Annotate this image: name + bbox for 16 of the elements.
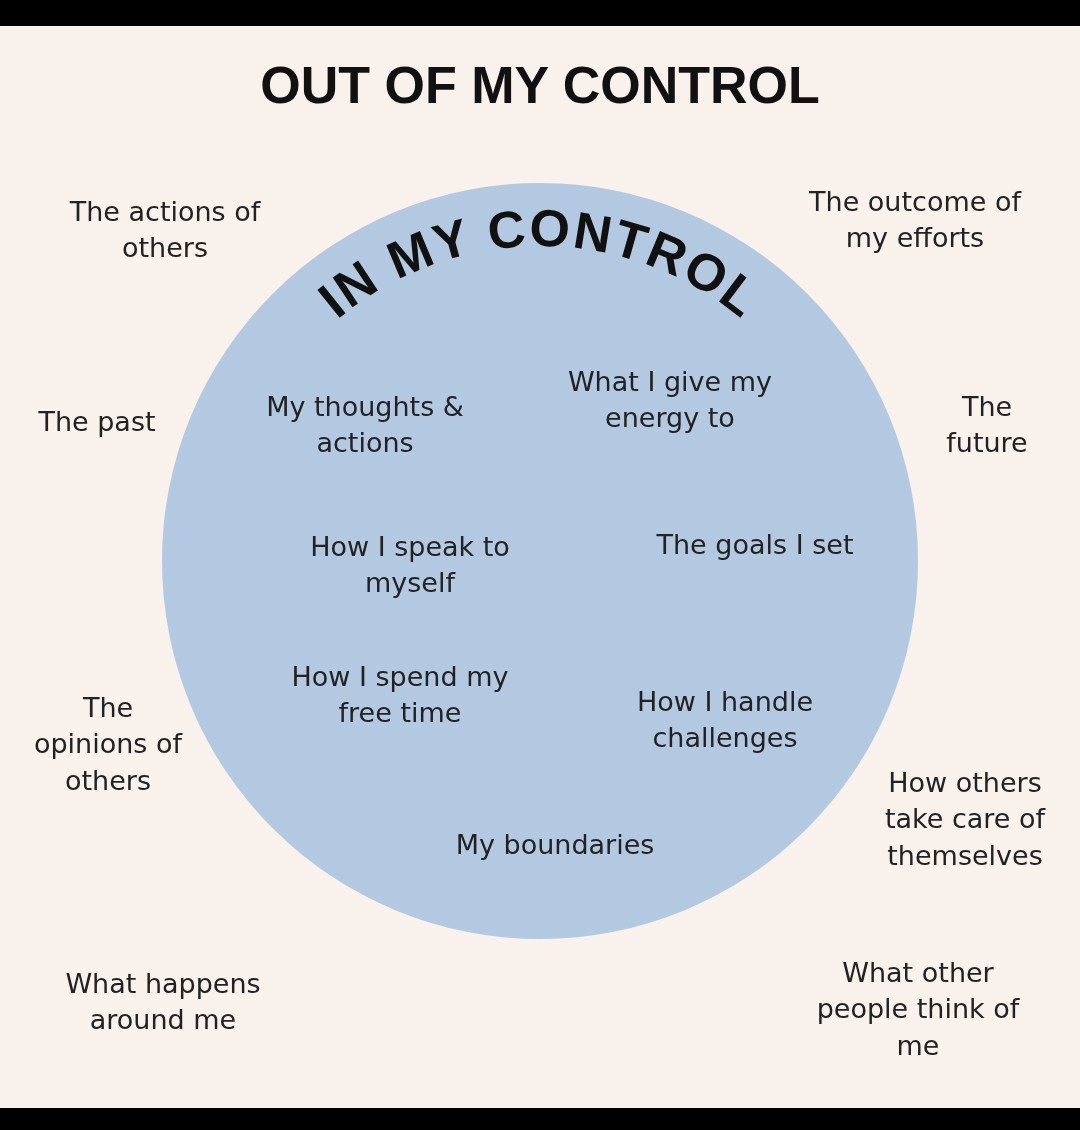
item-text: My thoughts & actions xyxy=(265,389,465,460)
item-text: How I handle challenges xyxy=(635,684,815,755)
outside-item-text: The actions of others xyxy=(68,194,262,265)
outside-item-text: The past xyxy=(37,404,157,439)
title-heading: OUT OF MY CONTROL xyxy=(259,55,821,115)
outside-item-text: The opinions of others xyxy=(32,691,184,799)
item-text: What I give my energy to xyxy=(566,364,774,435)
outside-item-text: What other people think of me xyxy=(815,956,1021,1064)
item-text: How I spend my free time xyxy=(290,659,510,730)
outside-item-text: The future xyxy=(945,389,1029,460)
outside-item-text: The outcome of my efforts xyxy=(808,184,1023,255)
item-text: How I speak to myself xyxy=(309,529,511,600)
outside-item-text: How others take care of themselves xyxy=(883,766,1047,874)
outside-item-text: What happens around me xyxy=(64,966,262,1037)
item-text: The goals I set xyxy=(655,527,855,562)
item-text: My boundaries xyxy=(455,827,655,862)
